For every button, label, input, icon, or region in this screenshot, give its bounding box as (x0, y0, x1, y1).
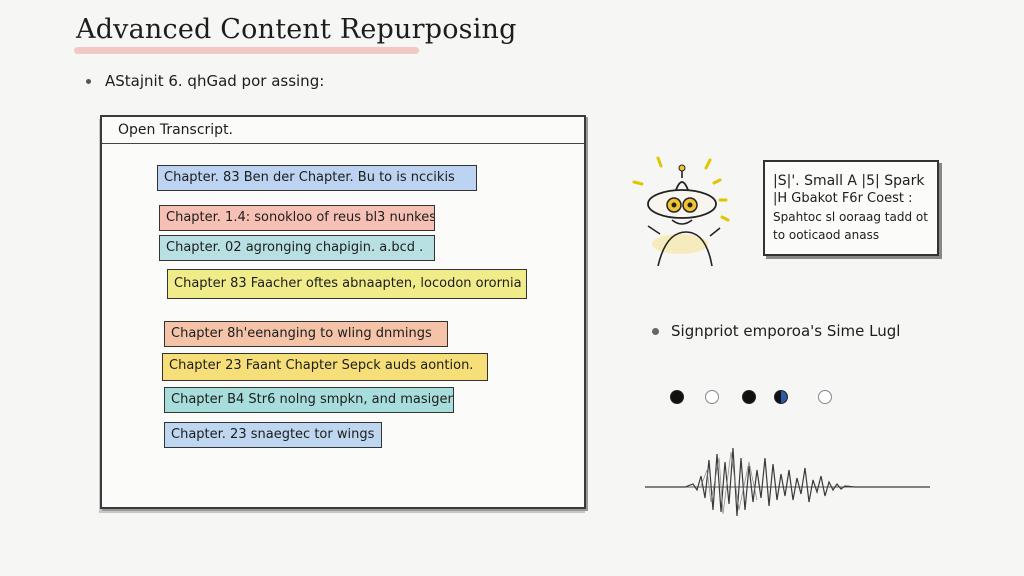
pagination-dot[interactable] (705, 390, 719, 404)
chapter-item[interactable]: Chapter. 1.4: sonokloo of reus bl3 nunke… (159, 205, 435, 231)
transcript-header[interactable]: Open Transcript. (102, 117, 584, 144)
bullet-icon (652, 328, 659, 335)
note-line-3: Spahtoc sl ooraag tadd ot to ooticaod an… (773, 210, 928, 242)
summary: Signpriot emporoa's Sime Lugl (652, 322, 900, 340)
page-title: Advanced Content Repurposing (76, 14, 517, 45)
note-line-2: |H Gbakot F6r Coest : (773, 191, 913, 206)
chapter-item[interactable]: Chapter 8h'eenanging to wling dnmings (164, 321, 448, 347)
chapter-item[interactable]: Chapter 23 Faant Chapter Sepck auds aont… (162, 353, 488, 381)
pagination-dot[interactable] (670, 390, 684, 404)
title-underline (74, 47, 419, 54)
chapter-item[interactable]: Chapter. 02 agronging chapigin. a.bcd . (159, 235, 435, 261)
chapter-item[interactable]: Chapter. 83 Ben der Chapter. Bu to is nc… (157, 165, 477, 191)
chapter-item[interactable]: Chapter 83 Faacher oftes abnaapten, loco… (167, 269, 527, 299)
chapter-item[interactable]: Chapter B4 Str6 nolng smpkn, and masigen (164, 387, 454, 413)
pagination-dot[interactable] (774, 390, 788, 404)
waveform-icon (645, 447, 930, 517)
subtitle: AStajnit 6. qhGad por assing: (86, 72, 324, 90)
note-line-1: |S|'. Small A |5| Spark (773, 173, 925, 189)
transcript-panel: Open Transcript. Chapter. 83 Ben der Cha… (100, 115, 586, 509)
note-card: |S|'. Small A |5| Spark |H Gbakot F6r Co… (763, 160, 939, 256)
pagination-dot[interactable] (818, 390, 832, 404)
pagination-dot[interactable] (742, 390, 756, 404)
robot-mascot-icon (632, 156, 730, 266)
summary-text: Signpriot emporoa's Sime Lugl (671, 322, 901, 340)
chapter-item[interactable]: Chapter. 23 snaegtec tor wings (164, 422, 382, 448)
bullet-icon (86, 79, 91, 84)
sparkle-icon (632, 156, 730, 222)
subtitle-text: AStajnit 6. qhGad por assing: (105, 72, 325, 90)
